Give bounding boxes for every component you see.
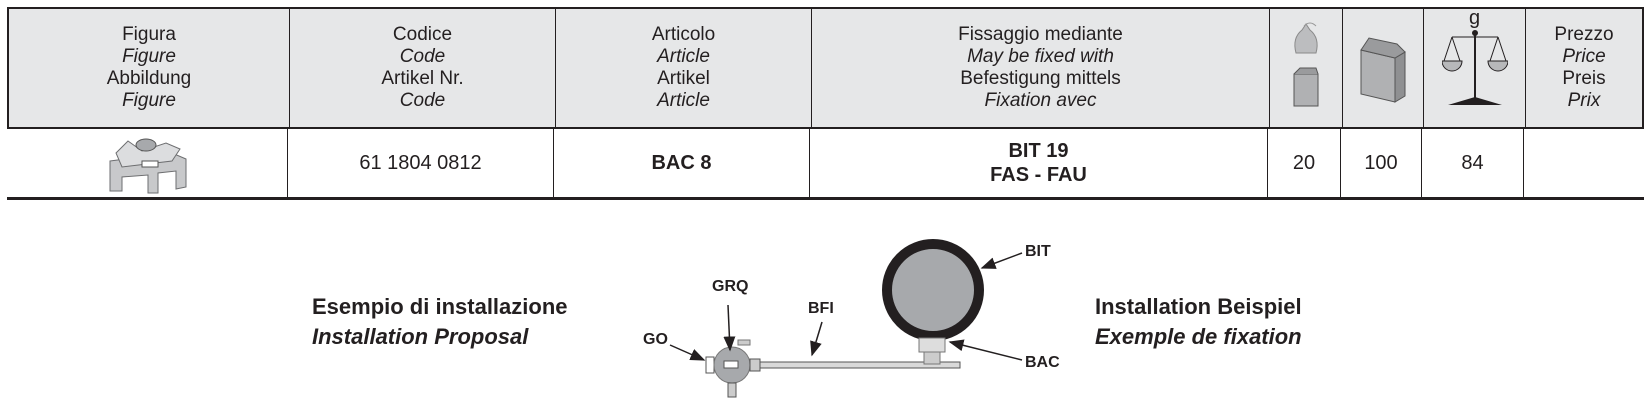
header-text: Artikel Nr. <box>381 68 464 89</box>
scale-icon <box>1441 30 1508 105</box>
installation-title-de: Installation Beispiel <box>1095 294 1302 319</box>
header-text: Code <box>399 46 446 67</box>
qty-small-value: 20 <box>1292 151 1316 174</box>
cell-weight: 84 <box>1422 129 1524 197</box>
header-text: Article <box>657 46 710 67</box>
header-text: Fixation avec <box>984 90 1097 111</box>
header-text: Price <box>1562 46 1606 67</box>
header-text: Befestigung mittels <box>960 68 1121 89</box>
table-row: 61 1804 0812 BAC 8 BIT 19 FAS - FAU 20 1… <box>7 129 1644 197</box>
junction-box <box>705 339 761 398</box>
installation-title-it: Esempio di installazione <box>312 294 568 319</box>
cell-code: 61 1804 0812 <box>288 129 554 197</box>
header-pack-small <box>1270 9 1343 127</box>
header-weight: g <box>1424 7 1526 127</box>
header-article: Articolo Article Artikel Article <box>556 9 812 127</box>
product-table: Figura Figure Abbildung Figure Codice Co… <box>7 7 1644 200</box>
header-pack-box <box>1343 9 1424 127</box>
cell-figure <box>7 129 288 197</box>
label-bit: BIT <box>1025 243 1051 260</box>
cell-qty-box: 100 <box>1341 129 1422 197</box>
fixing-value: BIT 19 <box>1008 140 1069 162</box>
header-text: Artikel <box>657 68 710 89</box>
header-text: Prix <box>1567 90 1601 111</box>
cell-qty-small: 20 <box>1268 129 1341 197</box>
weight-value: 84 <box>1461 151 1484 174</box>
cell-fixing: BIT 19 FAS - FAU <box>810 129 1268 197</box>
pipe-round <box>882 239 984 365</box>
header-text: Code <box>399 90 446 111</box>
bag-and-small-box-icon <box>1293 22 1319 107</box>
code-value: 61 1804 0812 <box>359 151 482 174</box>
installation-title-en: Installation Proposal <box>312 324 529 349</box>
header-text: May be fixed with <box>967 46 1114 67</box>
header-text: Articolo <box>651 24 716 45</box>
weight-unit-label: g <box>1468 7 1481 29</box>
installation-title-fr: Exemple de fixation <box>1095 324 1302 349</box>
header-text: Fissaggio mediante <box>958 24 1123 45</box>
header-text: Figure <box>122 90 176 111</box>
table-header: Figura Figure Abbildung Figure Codice Co… <box>7 7 1644 129</box>
header-text: Article <box>657 90 710 111</box>
header-fixing: Fissaggio mediante May be fixed with Bef… <box>812 9 1270 127</box>
header-text: Figure <box>122 46 176 67</box>
header-code: Codice Code Artikel Nr. Code <box>290 9 556 127</box>
label-grq: GRQ <box>712 278 749 295</box>
cell-article: BAC 8 <box>554 129 810 197</box>
label-bfi: BFI <box>808 300 834 317</box>
header-text: Figura <box>122 24 176 45</box>
header-price: Prezzo Price Preis Prix <box>1526 9 1642 127</box>
header-text: Codice <box>392 24 453 45</box>
header-figure: Figura Figure Abbildung Figure <box>9 9 290 127</box>
header-text: Abbildung <box>106 68 192 89</box>
header-text: Prezzo <box>1554 24 1614 45</box>
qty-box-value: 100 <box>1364 151 1398 174</box>
fixing-value: FAS - FAU <box>990 164 1087 186</box>
box-icon <box>1360 37 1406 103</box>
article-value: BAC 8 <box>651 152 712 174</box>
label-go: GO <box>643 331 668 348</box>
clamp-bracket-icon <box>109 138 187 194</box>
label-bac: BAC <box>1025 354 1060 371</box>
header-text: Preis <box>1562 68 1606 89</box>
